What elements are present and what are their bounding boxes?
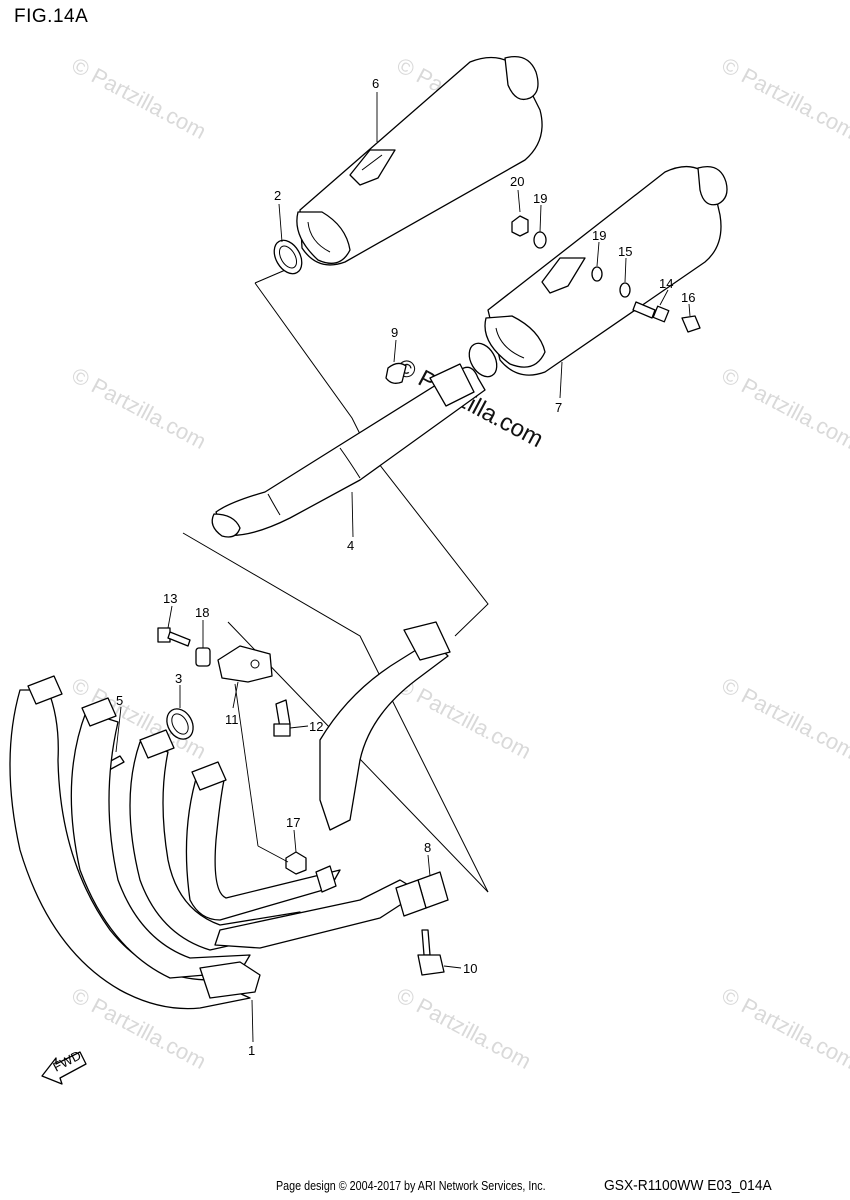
- washer[interactable]: [533, 231, 547, 249]
- bolt[interactable]: [632, 301, 670, 323]
- nut[interactable]: [285, 851, 307, 875]
- callout-3[interactable]: 3: [175, 671, 182, 686]
- spacer[interactable]: [195, 647, 211, 667]
- watermark: © Partzilla.com: [393, 982, 536, 1074]
- bracket[interactable]: [217, 645, 273, 683]
- gasket-ring[interactable]: [269, 235, 308, 278]
- gasket-ring[interactable]: [162, 704, 199, 744]
- washer[interactable]: [619, 282, 631, 298]
- muffler-right[interactable]: [484, 165, 728, 376]
- callout-2[interactable]: 2: [274, 188, 281, 203]
- cap[interactable]: [681, 315, 701, 333]
- clamp-nut[interactable]: [315, 865, 337, 893]
- callout-13[interactable]: 13: [163, 591, 177, 606]
- watermark: © Partzilla.com: [718, 52, 850, 144]
- callout-19[interactable]: 19: [533, 191, 547, 206]
- bolt[interactable]: [417, 929, 445, 976]
- watermark: © Partzilla.com: [393, 672, 536, 764]
- washer[interactable]: [591, 266, 603, 282]
- page-footer: Page design © 2004-2017 by ARI Network S…: [276, 1177, 786, 1195]
- callout-20[interactable]: 20: [510, 174, 524, 189]
- callout-11[interactable]: 11: [225, 712, 239, 727]
- nut[interactable]: [511, 215, 529, 237]
- clamp-nut[interactable]: [385, 362, 407, 384]
- bolt[interactable]: [157, 627, 191, 647]
- muffler-left[interactable]: [296, 55, 543, 266]
- callout-10[interactable]: 10: [463, 961, 477, 976]
- watermark: © Partzilla.com: [718, 982, 850, 1074]
- watermark: © Partzilla.com: [718, 672, 850, 764]
- bolt[interactable]: [273, 699, 291, 737]
- callout-9[interactable]: 9: [391, 325, 398, 340]
- callout-4[interactable]: 4: [347, 538, 354, 553]
- callout-12[interactable]: 12: [309, 719, 323, 734]
- callout-labels: 6 2 20 19 19 15 14 16 9 7 4 13 18 3 5 11…: [116, 76, 695, 1058]
- fwd-arrow-icon: FWD: [41, 1048, 87, 1085]
- connector[interactable]: [395, 871, 449, 917]
- callout-8[interactable]: 8: [424, 840, 431, 855]
- watermark: © Partzilla.com: [718, 362, 850, 454]
- callout-16[interactable]: 16: [681, 290, 695, 305]
- connecting-pipe[interactable]: [211, 363, 486, 538]
- callout-19[interactable]: 19: [592, 228, 606, 243]
- footer-credit: Page design © 2004-2017 by ARI Network S…: [276, 1179, 546, 1193]
- footer-model-code: GSX-R1100WW E03_014A: [604, 1177, 772, 1194]
- callout-17[interactable]: 17: [286, 815, 300, 830]
- callout-1[interactable]: 1: [248, 1043, 255, 1058]
- figure-title: FIG.14A: [14, 6, 89, 27]
- callout-14[interactable]: 14: [659, 276, 673, 291]
- callout-15[interactable]: 15: [618, 244, 632, 259]
- watermark: © Partzilla.com: [68, 362, 211, 454]
- exhaust-header-pipe[interactable]: [9, 639, 449, 1010]
- callout-leaders: [115, 92, 691, 1043]
- callout-5[interactable]: 5: [116, 693, 123, 708]
- watermark: © Partzilla.com: [68, 52, 211, 144]
- gasket-ring[interactable]: [464, 338, 503, 381]
- header-flange: [27, 621, 451, 791]
- callout-7[interactable]: 7: [555, 400, 562, 415]
- callout-6[interactable]: 6: [372, 76, 379, 91]
- callout-18[interactable]: 18: [195, 605, 209, 620]
